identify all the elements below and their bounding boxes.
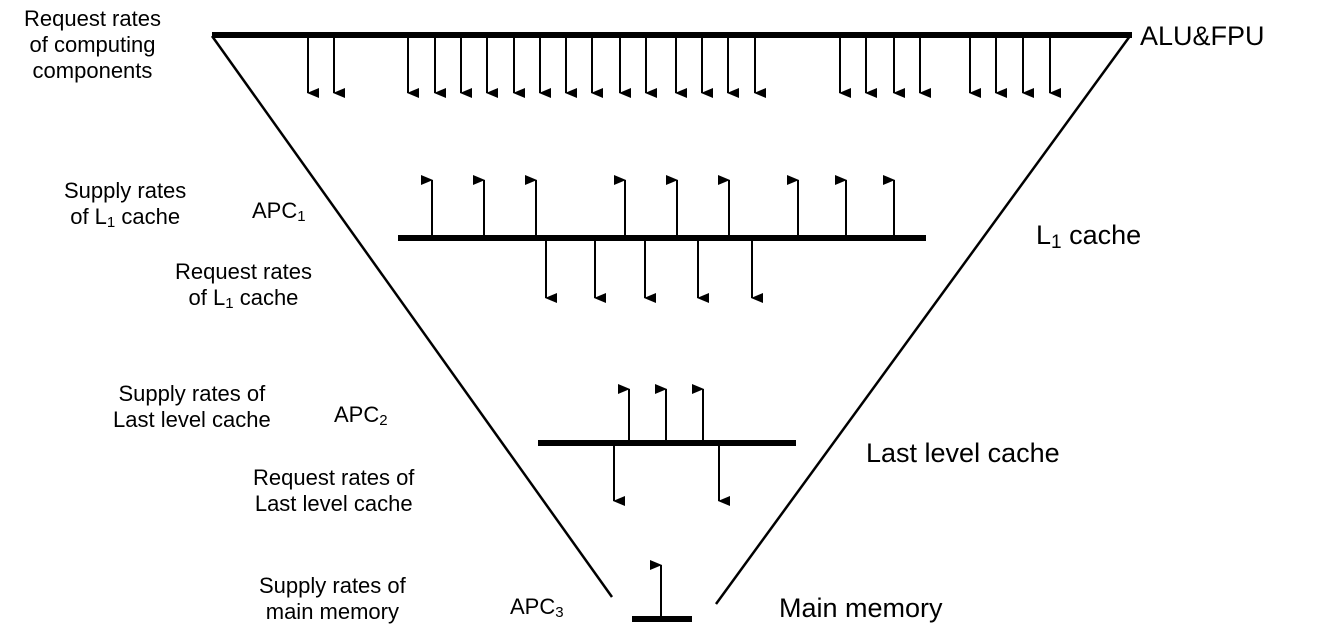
main-memory-label: Main memory [779, 593, 943, 623]
alu-fpu-label: ALU&FPU [1140, 21, 1265, 51]
supply-rates-llc-label: Supply rates of Last level cache [113, 381, 271, 432]
supply-rates-main-memory-label: Supply rates of main memory [259, 573, 406, 624]
request-rates-computing-label: Request rates of computing components [24, 6, 161, 83]
funnel-left-edge [210, 35, 614, 598]
l1-cache-label: L1 cache [1036, 220, 1142, 253]
apc1-label: APC1 [252, 198, 306, 225]
request-rates-llc-label: Request rates of Last level cache [253, 465, 415, 516]
rate-arrows [307, 38, 1061, 616]
request-rates-l1-label: Request rates of L1 cache [175, 259, 312, 312]
apc2-label: APC2 [334, 402, 388, 429]
funnel-right-edge [714, 35, 1132, 605]
last-level-cache-label: Last level cache [866, 438, 1060, 468]
supply-rates-l1-label: Supply rates of L1 cache [64, 178, 187, 231]
apc3-label: APC3 [510, 594, 564, 621]
